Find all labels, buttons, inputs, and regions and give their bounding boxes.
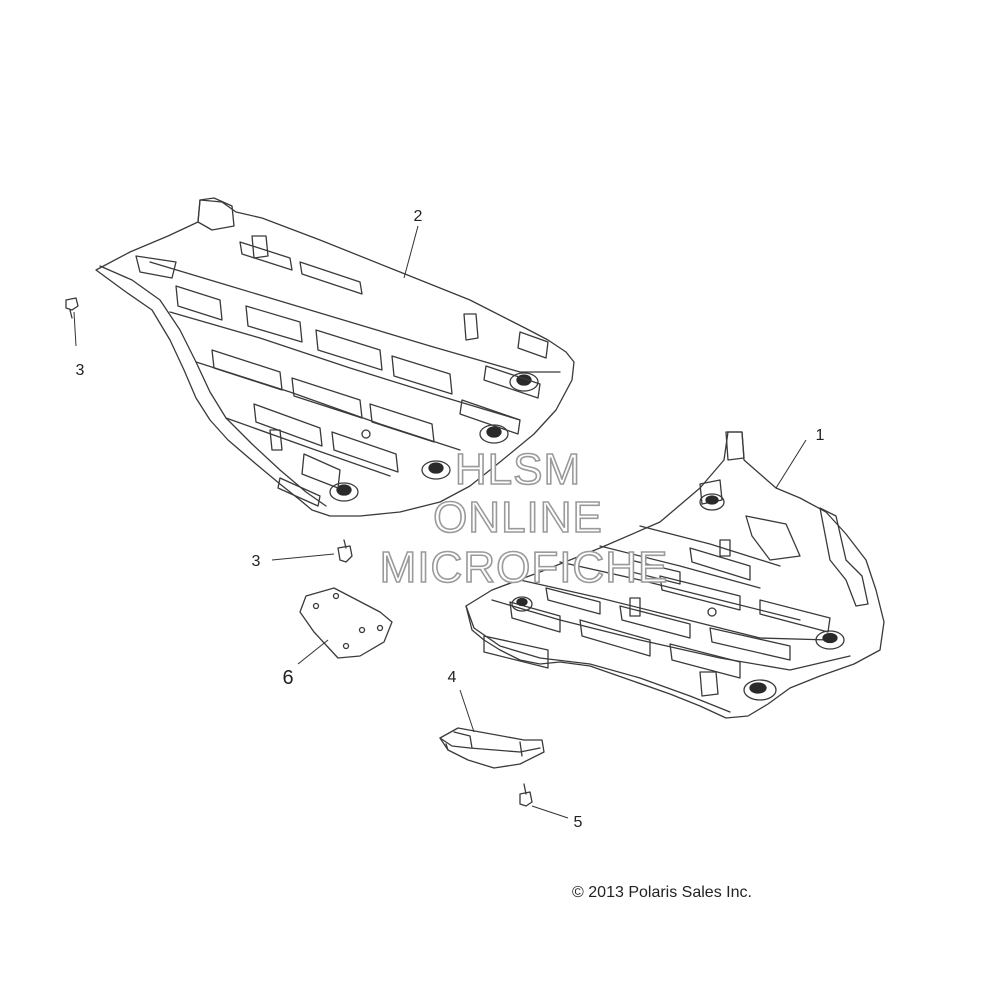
callout-3-lower: 3 [252,553,261,570]
fastener-part-5 [519,783,533,807]
callout-5: 5 [574,814,583,831]
plate-part-6 [299,587,393,659]
watermark-line-3: MICROFICHE [380,543,669,592]
callout-6: 6 [282,667,293,689]
fastener-part-3-lower [337,539,353,563]
callout-1: 1 [816,427,825,444]
callout-3-upper: 3 [76,362,85,379]
bracket-part-4 [439,727,545,769]
leader-line-4 [459,689,475,733]
leader-line-5 [531,805,569,819]
leader-line-3a [73,311,77,347]
leader-line-3b [271,553,335,561]
leader-line-6 [297,639,329,665]
callout-4: 4 [448,669,457,686]
copyright-notice: © 2013 Polaris Sales Inc. [572,884,752,901]
skid-plate-front [465,431,885,719]
fastener-part-3-upper [65,297,79,319]
leader-line-2 [403,225,419,279]
skid-plate-rear [95,197,575,517]
watermark-line-1: HLSM [455,445,581,494]
callout-2: 2 [414,208,423,225]
watermark-line-2: ONLINE [433,493,603,542]
leader-line-1 [775,439,807,489]
